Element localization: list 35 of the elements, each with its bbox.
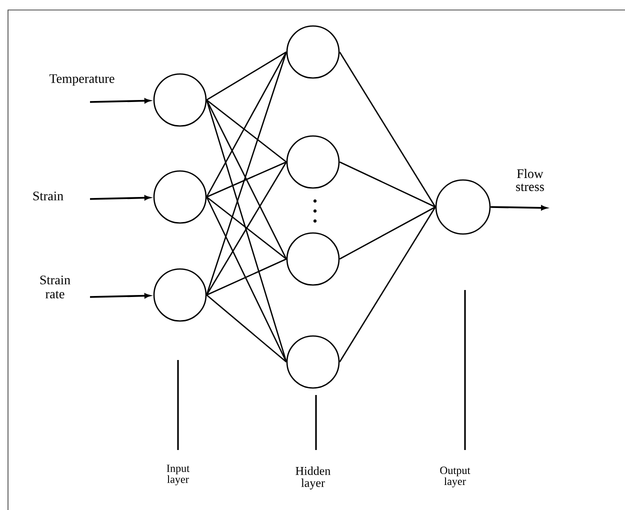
neuron-circle <box>153 170 207 224</box>
input-label: Temperature <box>50 74 114 86</box>
neuron-circle <box>286 232 340 286</box>
connection-line <box>206 52 287 296</box>
connection-line <box>206 258 287 296</box>
layer-label: Hidden layer <box>296 466 330 490</box>
connection-line <box>206 52 287 198</box>
neuron-circle <box>286 335 340 389</box>
connection-line <box>339 161 436 208</box>
connection-line <box>206 196 287 362</box>
neuron-circle <box>153 73 207 127</box>
connection-line <box>206 99 287 162</box>
neuron-circle <box>435 179 491 235</box>
connection-line <box>206 100 287 260</box>
connection-line <box>339 52 436 208</box>
connection-line <box>339 206 436 260</box>
neuron-circle <box>286 135 340 189</box>
connection-line <box>206 162 287 296</box>
edge-label: Flow stress <box>516 168 544 192</box>
connection-line <box>206 100 287 362</box>
input-arrow <box>90 195 150 200</box>
connection-line <box>206 51 287 101</box>
layer-label: Output layer <box>440 466 470 488</box>
layer-label: Input layer <box>166 464 190 486</box>
connection-line <box>206 294 287 362</box>
input-arrow <box>90 98 150 104</box>
neuron-circle <box>153 268 207 322</box>
connection-line <box>206 196 287 260</box>
neuron-circle <box>286 25 340 79</box>
connection-line <box>339 206 436 362</box>
connection-line <box>206 161 287 198</box>
output-arrow <box>490 205 547 210</box>
input-label: Strain rate <box>40 276 70 298</box>
input-arrow <box>90 293 150 298</box>
input-label: Strain <box>33 192 64 200</box>
